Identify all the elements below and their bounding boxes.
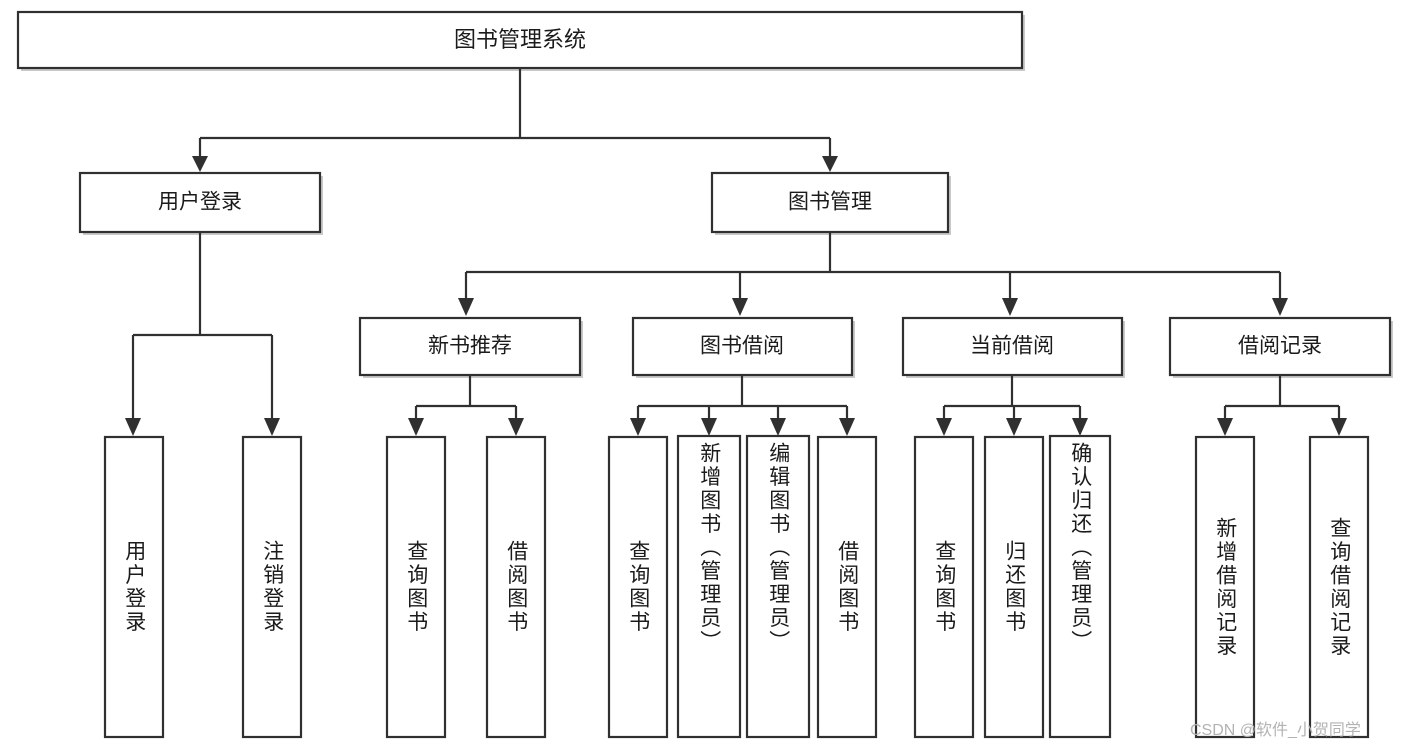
node-current-borrow[interactable]: 当前借阅	[901, 316, 1125, 378]
node-borrow-record-label: 借阅记录	[1238, 335, 1322, 358]
arrow-to-leaf-logout-login	[264, 418, 280, 436]
leaf-box-add-borrow-record[interactable]	[1194, 435, 1256, 739]
arrow-to-leaf-confirm-return-admin	[1072, 418, 1088, 436]
arrow-to-user-login	[192, 156, 208, 172]
leaf-box-user-login[interactable]	[103, 435, 165, 739]
node-root-label: 图书管理系统	[454, 27, 586, 52]
arrow-to-book-borrow	[732, 298, 748, 316]
node-book-manage[interactable]: 图书管理	[710, 171, 951, 235]
leaf-box-add-book-admin[interactable]	[676, 434, 742, 739]
arrow-to-leaf-query-book-cur	[936, 418, 952, 436]
leaf-box-query-book-cur[interactable]	[913, 435, 975, 739]
arrow-to-leaf-borrow-book-rec	[508, 418, 524, 436]
arrow-to-leaf-return-book	[1006, 418, 1022, 436]
arrow-to-leaf-query-borrow-record	[1331, 418, 1347, 436]
node-book-borrow[interactable]: 图书借阅	[631, 316, 855, 378]
node-book-manage-label: 图书管理	[788, 191, 872, 214]
arrow-to-leaf-query-book-borrow	[630, 418, 646, 436]
leaf-box-query-borrow-record[interactable]	[1308, 435, 1370, 739]
arrow-to-book-manage	[822, 156, 838, 172]
node-current-borrow-label: 当前借阅	[970, 335, 1054, 358]
csdn-watermark: CSDN @软件_小贺同学	[1190, 722, 1361, 739]
node-borrow-record[interactable]: 借阅记录	[1168, 316, 1393, 378]
leaf-box-confirm-return-admin[interactable]	[1048, 434, 1112, 739]
node-new-book-rec-label: 新书推荐	[428, 335, 512, 358]
arrow-to-new-book-rec	[458, 298, 474, 316]
arrow-to-leaf-edit-book-admin	[770, 418, 786, 436]
leaf-box-logout-login[interactable]	[241, 435, 303, 739]
node-user-login[interactable]: 用户登录	[78, 171, 323, 235]
node-new-book-rec[interactable]: 新书推荐	[358, 316, 583, 378]
leaf-box-borrow-book-rec[interactable]	[485, 435, 547, 739]
node-user-login-label: 用户登录	[158, 191, 242, 214]
arrow-to-borrow-record	[1272, 298, 1288, 316]
leaf-box-query-book-borrow[interactable]	[607, 435, 669, 739]
leaf-box-borrow-book[interactable]	[816, 435, 878, 739]
arrow-to-leaf-add-book-admin	[701, 418, 717, 436]
leaf-boxes-group	[103, 434, 1370, 739]
arrow-to-leaf-add-borrow-record	[1217, 418, 1233, 436]
node-root[interactable]: 图书管理系统	[16, 10, 1025, 71]
arrow-to-current-borrow	[1002, 298, 1018, 316]
arrow-to-leaf-user-login	[125, 418, 141, 436]
leaf-box-edit-book-admin[interactable]	[745, 434, 811, 739]
node-book-borrow-label: 图书借阅	[700, 335, 784, 358]
arrow-to-leaf-query-book-rec	[408, 418, 424, 436]
arrow-to-leaf-borrow-book	[839, 418, 855, 436]
leaf-box-return-book[interactable]	[983, 435, 1045, 739]
leaf-box-query-book-rec[interactable]	[385, 435, 447, 739]
